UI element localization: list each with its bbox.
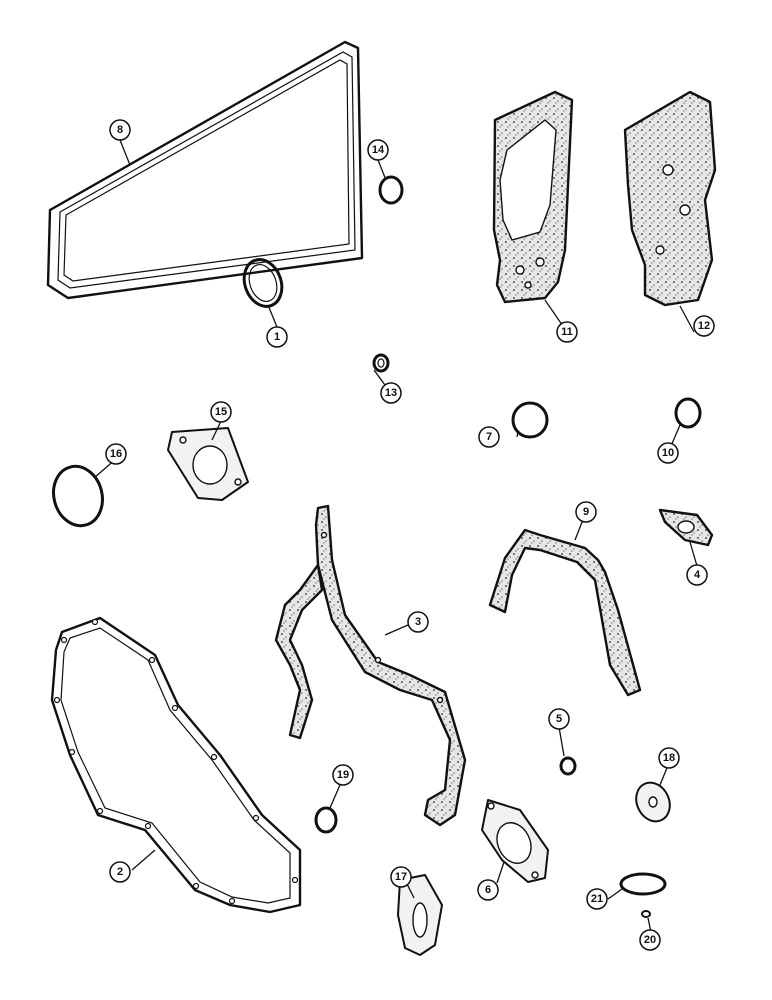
callout-label: 16 [110,448,122,460]
callout-14: 14 [367,139,389,161]
callout-18: 18 [658,747,680,769]
callout-label: 11 [561,326,573,338]
callout-3: 3 [407,611,429,633]
part-11-gasket-plate [492,90,574,304]
callout-label: 9 [583,506,589,518]
callout-label: 15 [215,406,227,418]
part-10-o-ring [674,397,702,429]
part-2-gear-housing-gasket [50,616,302,914]
part-3-gear-cover-gasket [274,504,467,827]
part-12-gasket-plate [623,90,717,307]
callout-15: 15 [210,401,232,423]
callout-19: 19 [332,764,354,786]
callout-label: 19 [337,769,349,781]
callout-label: 2 [117,866,123,878]
part-19-o-ring [314,806,338,834]
callout-17: 17 [390,866,412,888]
part-16-o-ring [52,464,104,528]
part-4-flange-gasket [658,508,714,547]
callout-label: 17 [395,871,407,883]
callout-11: 11 [556,321,578,343]
part-20-o-ring [641,910,651,918]
callout-label: 7 [486,431,492,443]
callout-21: 21 [586,888,608,910]
callout-12: 12 [693,315,715,337]
callout-label: 8 [117,124,123,136]
callout-2: 2 [109,861,131,883]
callout-label: 6 [485,884,491,896]
callout-label: 5 [556,713,562,725]
part-21-o-ring [619,872,667,896]
part-15-flange-gasket [167,427,249,501]
part-9-arch-gasket [488,528,642,697]
callout-label: 13 [385,387,397,399]
callout-label: 12 [698,320,710,332]
leader-lines [93,139,698,938]
part-17-plate-gasket [397,874,443,956]
callout-13: 13 [380,382,402,404]
callout-6: 6 [477,879,499,901]
part-14-o-ring [378,175,404,205]
callout-5: 5 [548,708,570,730]
part-6-flange-gasket [481,799,549,883]
part-18-washer [635,781,671,823]
callout-7: 7 [478,426,500,448]
callout-label: 10 [662,447,674,459]
callout-label: 4 [694,569,701,581]
callout-9: 9 [575,501,597,523]
callout-label: 1 [274,331,280,343]
callout-10: 10 [657,442,679,464]
callout-8: 8 [109,119,131,141]
callout-label: 3 [415,616,421,628]
callout-4: 4 [686,564,708,586]
callout-label: 20 [644,934,656,946]
callout-label: 21 [591,893,603,905]
part-5-o-ring [559,756,577,776]
callout-1: 1 [266,326,288,348]
part-1-seal [242,258,284,308]
part-8-rocker-cover-gasket [46,40,364,300]
callout-label: 18 [663,752,675,764]
callout-16: 16 [105,443,127,465]
part-7-o-ring [511,401,549,439]
callout-20: 20 [639,929,661,951]
callout-label: 14 [372,144,385,156]
part-13-washer [372,353,390,373]
